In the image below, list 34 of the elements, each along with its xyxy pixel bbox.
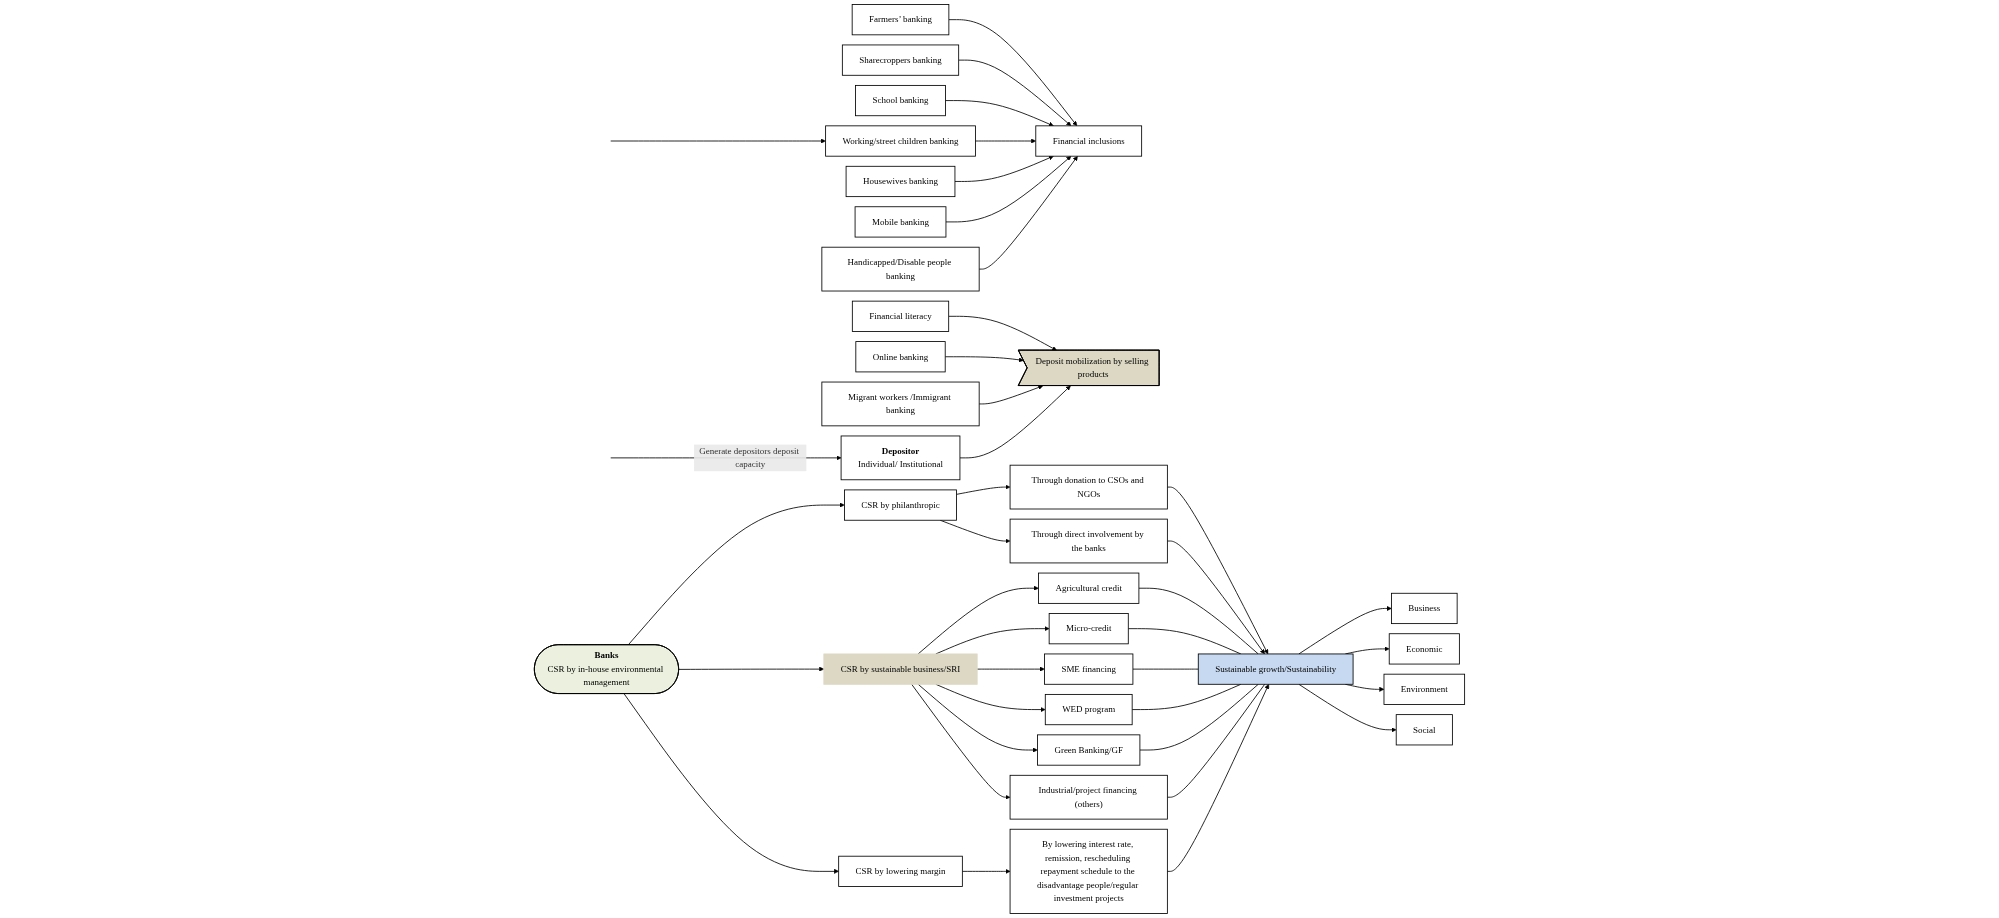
node-box: Online banking xyxy=(855,341,946,373)
node-box: CSR by lowering margin xyxy=(838,855,963,887)
node-box: Handicapped/Disable people banking xyxy=(821,246,980,292)
connector xyxy=(1139,683,1259,751)
node-box: Business xyxy=(1391,592,1458,625)
node-box: School banking xyxy=(855,85,946,117)
node-box: Social xyxy=(1395,714,1453,746)
node-box: Sharecroppers banking xyxy=(841,44,960,76)
node-box: CSR by sustainable business/SRI xyxy=(823,653,978,685)
connector xyxy=(1138,587,1259,655)
node-box: Financial literacy xyxy=(851,300,950,332)
node-box: Micro-credit xyxy=(1048,613,1129,645)
node-box: Green Banking/GF xyxy=(1037,734,1141,766)
node-box: Sustainable growth/Sustainability xyxy=(1197,653,1354,685)
node-box: WED program xyxy=(1044,694,1133,726)
node-box: Financial inclusions xyxy=(1035,125,1143,157)
node-box: Agricultural credit xyxy=(1038,572,1140,604)
node-box: SME financing xyxy=(1044,653,1134,685)
edge-label: Generate depositors deposit capacity xyxy=(699,446,800,470)
node-box: Environment xyxy=(1383,673,1466,705)
node-box: Through donation to CSOs and NGOs xyxy=(1009,464,1168,510)
node-box: Housewives banking xyxy=(845,165,956,198)
node-box: Depositor Individual/ Institutional xyxy=(840,435,961,481)
connector xyxy=(1132,668,1199,670)
node-box: Through direct involvement by the banks xyxy=(1009,518,1168,564)
node-box: Working/street children banking xyxy=(825,125,976,157)
node-box: Migrant workers /Immigrant banking xyxy=(821,381,980,427)
node-box: Mobile banking xyxy=(854,206,947,238)
node-box: Industrial/project financing (others) xyxy=(1009,774,1168,820)
node-box: Economic xyxy=(1388,633,1460,665)
node-box: CSR by philanthropic xyxy=(844,489,957,521)
connector xyxy=(1166,683,1266,798)
node-box: By lowering interest rate, remission, rescheduling repayment schedule to the disadvantage people/regular investment projects xyxy=(1009,828,1168,914)
node-box: Farmers’ banking xyxy=(851,4,950,36)
